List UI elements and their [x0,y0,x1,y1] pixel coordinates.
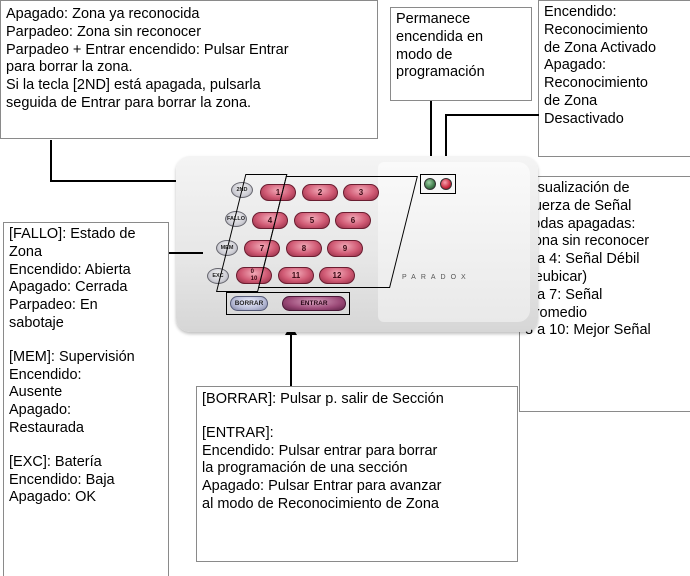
key-10[interactable]: 0 10 [236,267,272,284]
led-red-icon [440,178,452,190]
callout-signal-strength: Visualización de Fuerza de Señal Todas a… [519,176,690,412]
key-7[interactable]: 7 [244,240,280,257]
callout-programming-led: Permanece encendida en modo de programac… [390,7,532,101]
keypad-right-panel [378,162,530,322]
callout-borrar-text: [BORRAR]: Pulsar p. salir de Sección [202,391,444,407]
callout-programming-text: Permanece encendida en modo de programac… [396,11,485,81]
callout-zone-recognition-text: Encendido: Reconocimiento de Zona Activa… [544,4,657,127]
connector-line [430,101,432,165]
connector-line [445,114,539,116]
callout-entrar-text: [ENTRAR]: Encendido: Pulsar entrar para … [202,424,442,512]
callout-zone-line-6: seguida de Entrar para borrar la zona. [6,94,252,111]
key-2nd[interactable]: 2ND [231,182,253,198]
callout-function-keys: [FALLO]: Estado de Zona Encendido: Abier… [3,222,169,576]
key-fallo[interactable]: FALLO [225,211,247,227]
key-11[interactable]: 11 [278,267,314,284]
callout-zone-line-2: Parpadeo: Zona sin reconocer [6,23,202,40]
callout-fallo-text: [FALLO]: Estado de Zona Encendido: Abier… [9,226,136,331]
key-6[interactable]: 6 [335,212,371,229]
key-5[interactable]: 5 [294,212,330,229]
key-exc[interactable]: EXC [207,268,229,284]
key-1[interactable]: 1 [260,184,296,201]
callout-zone-line-1: Apagado: Zona ya reconocida [6,6,200,22]
connector-line [445,114,447,166]
key-3[interactable]: 3 [343,184,379,201]
connector-line [169,252,203,254]
highlight-borrar-entrar [226,292,350,315]
connector-line [50,180,222,182]
highlight-leds [420,174,456,194]
callout-zone-line-4: para borrar la zona. [6,59,133,76]
callout-zone-keys: Apagado: Zona ya reconocida Parpadeo: Zo… [0,0,378,139]
entrar-button[interactable]: ENTRAR [282,296,346,311]
callout-zone-line-3: Parpadeo + Entrar encendido: Pulsar Entr… [6,41,289,58]
callout-exc-text: [EXC]: Batería Encendido: Baja Apagado: … [9,453,115,506]
key-12[interactable]: 12 [319,267,355,284]
key-4[interactable]: 4 [252,212,288,229]
key-9[interactable]: 9 [327,240,363,257]
brand-logo: PARADOX [402,274,471,281]
key-2[interactable]: 2 [302,184,338,201]
callout-zone-recognition-led: Encendido: Reconocimiento de Zona Activa… [538,0,690,157]
connector-line [50,140,52,182]
callout-borrar-entrar: [BORRAR]: Pulsar p. salir de Sección [EN… [196,386,518,562]
key-mem[interactable]: MEM [216,240,238,256]
callout-mem-text: [MEM]: Supervisión Encendido: Ausente Ap… [9,348,135,436]
callout-signal-strength-text: Visualización de Fuerza de Señal Todas a… [525,180,651,339]
connector-line [290,333,292,386]
callout-zone-line-5: Si la tecla [2ND] está apagada, pulsarla [6,77,261,94]
keypad: 2ND FALLO MEM EXC 1 2 3 4 5 6 7 8 9 0 10… [176,156,538,332]
led-green-icon [424,178,436,190]
borrar-button[interactable]: BORRAR [230,296,268,311]
key-8[interactable]: 8 [286,240,322,257]
